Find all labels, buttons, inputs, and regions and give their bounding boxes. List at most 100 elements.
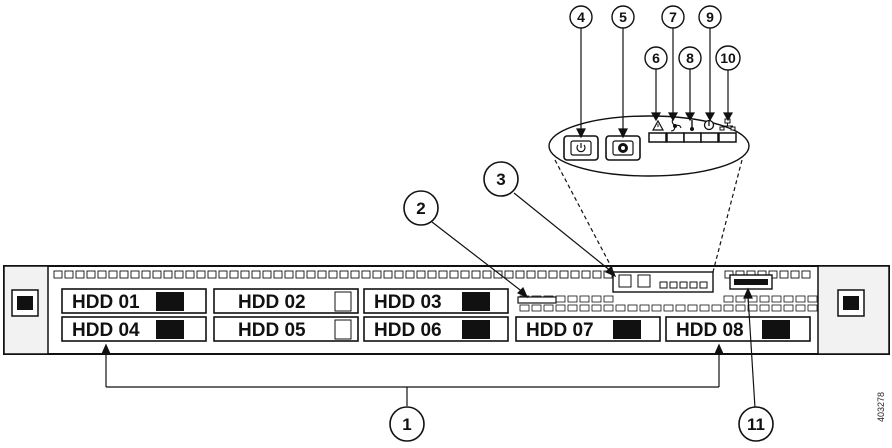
vent-slot — [284, 270, 294, 279]
vent-grid-cell — [603, 304, 614, 312]
vent-grid-cell — [807, 304, 818, 312]
hdd-label-06: HDD 06 — [374, 320, 442, 341]
hdd-label-05: HDD 05 — [238, 320, 306, 341]
right-rack-ear — [817, 265, 890, 355]
callout-4: 4 — [569, 5, 593, 29]
vent-slot — [526, 270, 536, 279]
vent-slot — [460, 270, 470, 279]
asset-tag-pullout — [517, 296, 557, 304]
vent-slot — [350, 270, 360, 279]
vent-grid-cell — [723, 295, 734, 303]
vent-slot — [493, 270, 503, 279]
callout-9: 9 — [698, 5, 722, 29]
vent-slot — [119, 270, 129, 279]
callout-11: 11 — [738, 406, 774, 442]
vent-grid-cell — [555, 304, 566, 312]
vent-grid-cell — [603, 295, 614, 303]
drive-bay-hdd07: HDD 07 — [515, 316, 661, 342]
vent-grid-cell — [579, 304, 590, 312]
callout-11-label: 11 — [747, 415, 765, 434]
vent-slot — [130, 270, 140, 279]
callout-3: 3 — [483, 161, 519, 197]
vent-grid-cell — [627, 304, 638, 312]
vent-slot — [64, 270, 74, 279]
vent-grid-cell — [687, 304, 698, 312]
drive-bay-hdd08: HDD 08 — [665, 316, 811, 342]
vent-grid-cell — [591, 295, 602, 303]
vent-slot — [152, 270, 162, 279]
vent-grid-cell — [795, 295, 806, 303]
vent-slot — [218, 270, 228, 279]
vent-grid-cell — [615, 304, 626, 312]
callout-3-label: 3 — [496, 170, 505, 189]
chassis-callout-leaders — [101, 192, 756, 409]
vent-grid-cell — [639, 304, 650, 312]
unit-identification-button-icon — [605, 135, 641, 161]
vent-grid-cell — [747, 304, 758, 312]
hdd-label-04: HDD 04 — [72, 320, 140, 341]
vent-slot — [394, 270, 404, 279]
hdd-label-03: HDD 03 — [374, 292, 442, 313]
callout-4-label: 4 — [577, 9, 585, 25]
vent-slot — [537, 270, 547, 279]
callout-circles: 1 2 3 4 5 6 7 8 — [389, 5, 774, 442]
callout-1-label: 1 — [402, 415, 411, 434]
power-button-icon — [563, 135, 599, 161]
vent-grid-cell — [771, 304, 782, 312]
vent-slot — [262, 270, 272, 279]
vent-slot — [86, 270, 96, 279]
vent-grid-cell — [771, 295, 782, 303]
vent-grid-cell — [759, 304, 770, 312]
callout-10-label: 10 — [720, 50, 736, 66]
vent-slot — [251, 270, 261, 279]
vent-grid-cell — [795, 304, 806, 312]
chassis-control-panel — [612, 271, 714, 293]
vent-slot — [372, 270, 382, 279]
vent-slot — [240, 270, 250, 279]
vent-slot — [504, 270, 514, 279]
vent-grid-cell — [723, 304, 734, 312]
vent-grid-cell — [807, 295, 818, 303]
hdd-label-07: HDD 07 — [526, 320, 594, 341]
vent-slot — [196, 270, 206, 279]
power-supply-status-icon — [700, 119, 719, 143]
callout-8-label: 8 — [686, 50, 694, 66]
drive-bay-hdd05: HDD 05 — [213, 316, 359, 342]
callout-9-label: 9 — [706, 9, 714, 25]
vent-slot — [339, 270, 349, 279]
drive-bay-hdd06: HDD 06 — [363, 316, 509, 342]
network-link-activity-icon — [718, 118, 737, 143]
vent-slot — [570, 270, 580, 279]
vent-slot — [53, 270, 63, 279]
vent-grid-cell — [567, 295, 578, 303]
vent-slot — [592, 270, 602, 279]
vent-slot — [317, 270, 327, 279]
vent-slot — [97, 270, 107, 279]
vent-grid-cell — [783, 295, 794, 303]
panel-callout-leaders — [576, 27, 734, 139]
vent-slot — [185, 270, 195, 279]
vent-slot — [229, 270, 239, 279]
vent-grid-cell — [531, 304, 542, 312]
vent-slot — [108, 270, 118, 279]
vent-grid-cell — [651, 304, 662, 312]
hdd-label-01: HDD 01 — [72, 292, 140, 313]
left-rack-ear — [3, 265, 49, 355]
drive-bay-hdd02: HDD 02 — [213, 288, 359, 314]
vent-grid-cell — [711, 304, 722, 312]
callout-6-label: 6 — [652, 50, 660, 66]
vent-grid-cell — [759, 295, 770, 303]
drive-bay-hdd01: HDD 01 — [61, 288, 207, 314]
hdd-label-08: HDD 08 — [676, 320, 744, 341]
vent-slot — [416, 270, 426, 279]
vent-grid-cell — [579, 295, 590, 303]
vent-slot — [75, 270, 85, 279]
vent-grid-cell — [735, 304, 746, 312]
vent-grid-cell — [735, 295, 746, 303]
vent-grid-cell — [543, 304, 554, 312]
vent-slot — [581, 270, 591, 279]
callout-7-label: 7 — [669, 9, 677, 25]
vent-grid-cell — [675, 304, 686, 312]
